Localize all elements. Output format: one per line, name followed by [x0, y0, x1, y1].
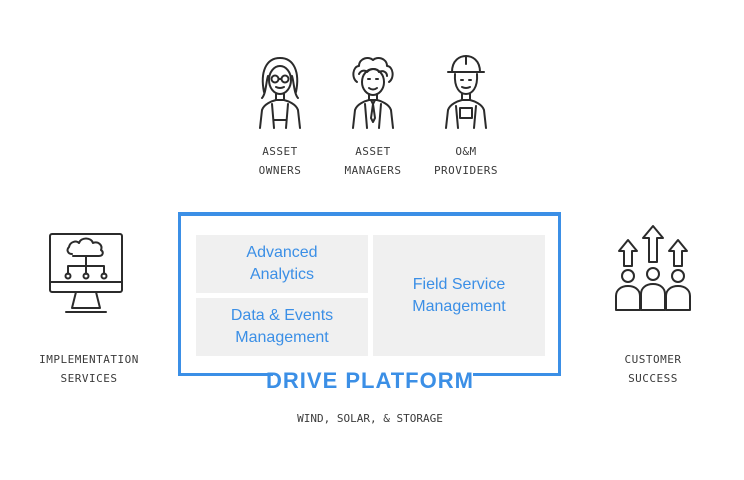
people-growth-arrows-icon — [612, 222, 694, 318]
module-advanced-analytics: Advanced Analytics — [196, 235, 368, 293]
persona-caption-om-providers: O&M PROVIDERS — [433, 145, 499, 177]
woman-with-glasses-icon — [252, 52, 308, 132]
platform-subtitle: WIND, SOLAR, & STORAGE — [297, 412, 443, 425]
worker-with-hardhat-icon — [438, 50, 494, 132]
left-service-caption: IMPLEMENTATION SERVICES — [39, 353, 139, 385]
persona-caption-asset-managers: ASSET MANAGERS — [344, 145, 402, 177]
persona-caption-asset-owners: ASSET OWNERS — [258, 145, 302, 177]
module-field-service-management: Field Service Management — [373, 235, 545, 356]
drive-platform-frame — [178, 212, 561, 377]
module-data-events-management: Data & Events Management — [196, 298, 368, 356]
right-service-caption: CUSTOMER SUCCESS — [624, 353, 682, 385]
cloud-network-monitor-icon — [46, 228, 126, 320]
platform-title: DRIVE PLATFORM — [266, 368, 474, 393]
man-with-tie-icon — [345, 52, 401, 132]
